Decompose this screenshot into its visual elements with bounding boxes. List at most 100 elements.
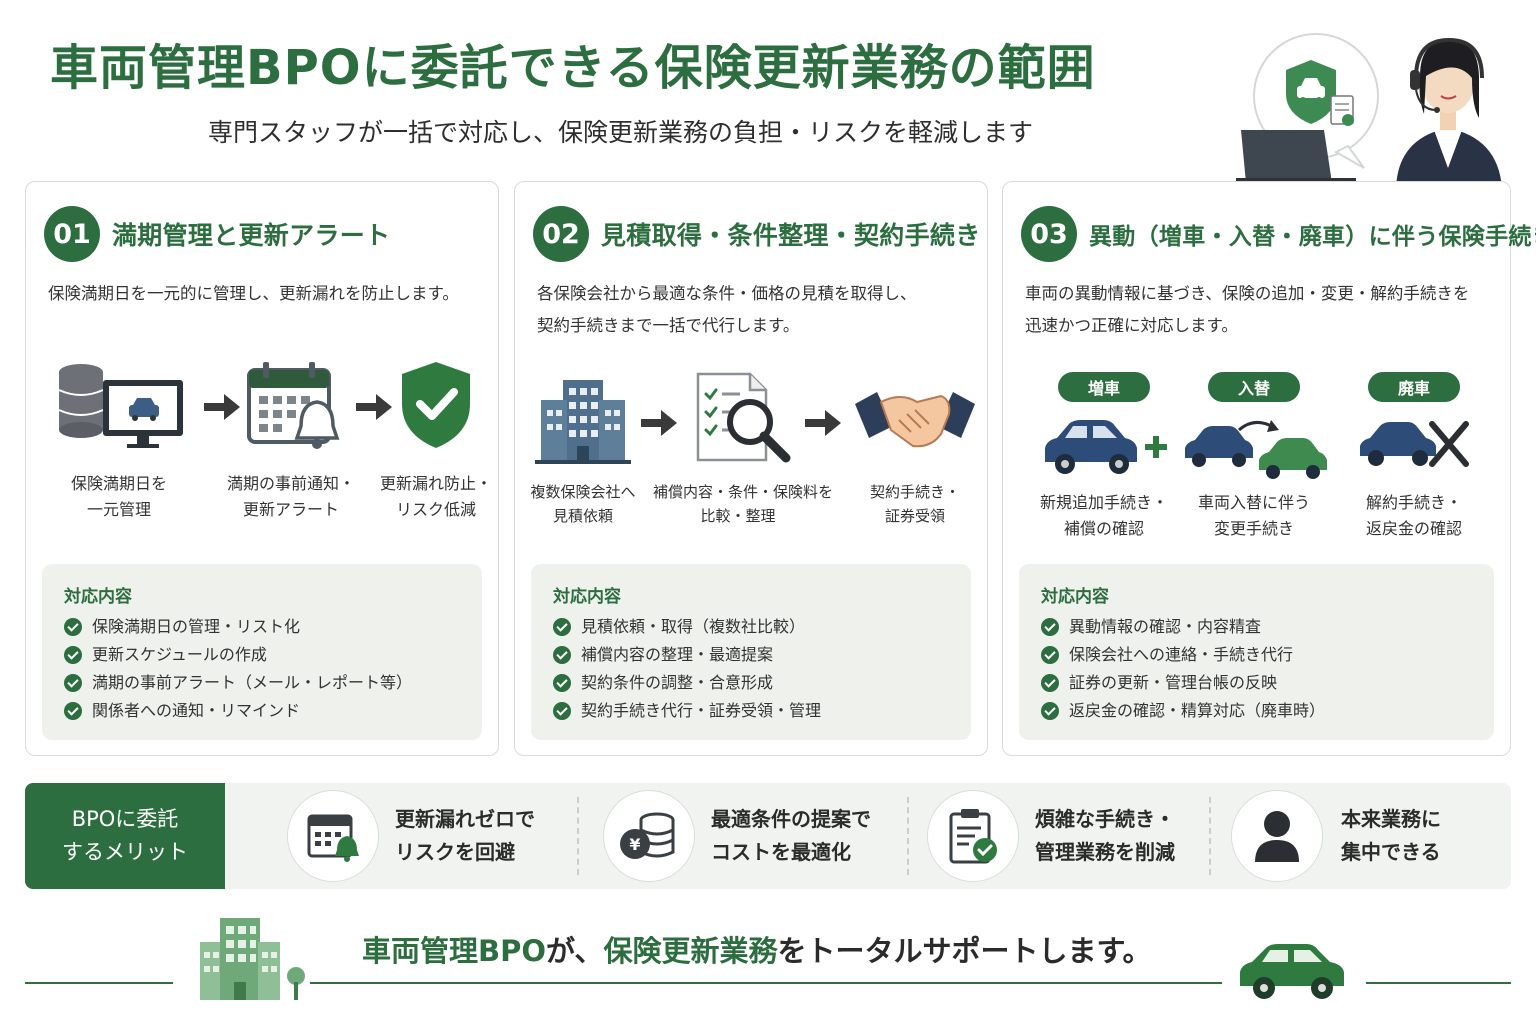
card-description: 保険満期日を一元的に管理し、更新漏れを防止します。 [48, 284, 459, 303]
building-icon [535, 380, 631, 464]
arrow-right-icon [204, 394, 240, 420]
card-expiry-management: 01 満期管理と更新アラート 保険満期日を一元的に管理し、更新漏れを防止します。… [25, 181, 499, 756]
list-item: 見積依頼・取得（複数社比較） [553, 613, 971, 641]
check-icon [1041, 618, 1059, 636]
divider [1366, 982, 1511, 984]
building-icon [200, 918, 305, 1000]
status-badge-add: 増車 [1058, 372, 1150, 402]
flow-step: 入替 車両入替に伴う変更手続き [1179, 372, 1329, 542]
status-badge-replace: 入替 [1208, 372, 1300, 402]
list-item: 補償内容の整理・最適提案 [553, 641, 971, 669]
database-monitor-icon [58, 364, 183, 448]
merit-item: ¥ 最適条件の提案でコストを最適化 [603, 783, 871, 889]
person-icon [1255, 811, 1299, 862]
flow-label: 解約手続き・返戻金の確認 [1365, 493, 1462, 538]
card-title: 見積取得・条件整理・契約手続き [601, 221, 981, 250]
arrow-right-icon [641, 410, 677, 436]
card-description: 車両の異動情報に基づき、保険の追加・変更・解約手続きを迅速かつ正確に対応します。 [1025, 284, 1470, 335]
response-panel: 対応内容 見積依頼・取得（複数社比較） 補償内容の整理・最適提案 契約条件の調整… [531, 564, 971, 740]
list-item: 契約手続き代行・証券受領・管理 [553, 697, 971, 725]
process-flow: 保険満期日を一元管理 満期の事前通知・更新アラート [26, 352, 498, 552]
arrow-right-icon [356, 394, 392, 420]
card-vehicle-changes: 03 異動（増車・入替・廃車）に伴う保険手続き 車両の異動情報に基づき、保険の追… [1002, 181, 1536, 756]
list-item: 契約条件の調整・合意形成 [553, 669, 971, 697]
card-description: 各保険会社から最適な条件・価格の見積を取得し、契約手続きまで一括で代行します。 [537, 284, 917, 335]
check-icon [553, 702, 571, 720]
card-title: 異動（増車・入替・廃車）に伴う保険手続き [1089, 224, 1536, 250]
list-item: 返戻金の確認・精算対応（廃車時） [1041, 697, 1494, 725]
flow-label: 保険満期日を一元管理 [70, 474, 167, 519]
process-flow: 増車 新規追加手続き・補償の確認 入替 [1003, 352, 1510, 552]
merit-item: 本来業務に集中できる [1231, 783, 1441, 889]
flow-step: 契約手続き・証券受領 [845, 374, 985, 528]
flow-label: 複数保険会社へ見積依頼 [530, 483, 636, 525]
flow-step: 更新漏れ防止・リスク低減 [366, 358, 506, 523]
flow-label: 補償内容・条件・保険料を比較・整理 [653, 483, 834, 525]
flow-step: 増車 新規追加手続き・補償の確認 [1019, 372, 1189, 542]
flow-step: 保険満期日を一元管理 [44, 358, 194, 523]
list-item: 異動情報の確認・内容精査 [1041, 613, 1494, 641]
divider [907, 797, 909, 875]
check-icon [64, 646, 82, 664]
check-icon [64, 702, 82, 720]
coins-yen-icon: ¥ [620, 812, 675, 859]
divider [1209, 797, 1211, 875]
merit-bar: BPOに委託するメリット 更新漏れゼロでリスクを回避 ¥ [25, 783, 1511, 889]
card-number: 02 [533, 206, 589, 262]
merit-text: 本来業務に集中できる [1341, 807, 1441, 864]
divider [577, 797, 579, 875]
list-item: 保険満期日の管理・リスト化 [64, 613, 482, 641]
response-panel: 対応内容 保険満期日の管理・リスト化 更新スケジュールの作成 満期の事前アラート… [42, 564, 482, 740]
response-title: 対応内容 [553, 587, 621, 607]
car-cross-icon [1360, 421, 1469, 467]
check-icon [1041, 646, 1059, 664]
status-badge-scrap: 廃車 [1368, 372, 1460, 402]
check-icon [553, 646, 571, 664]
merit-item: 更新漏れゼロでリスクを回避 [287, 783, 535, 889]
operator-illustration [1236, 33, 1502, 188]
car-icon [1240, 944, 1344, 999]
card-title: 満期管理と更新アラート [112, 221, 391, 250]
footer-message: 車両管理BPOが、保険更新業務をトータルサポートします。 [362, 934, 1152, 968]
check-icon [64, 674, 82, 692]
response-title: 対応内容 [1041, 587, 1109, 607]
list-item: 保険会社への連絡・手続き代行 [1041, 641, 1494, 669]
flow-label: 新規追加手続き・補償の確認 [1039, 493, 1168, 538]
calendar-bell-icon [247, 362, 340, 449]
flow-label: 契約手続き・証券受領 [869, 483, 960, 525]
merit-text: 煩雑な手続き・管理業務を削減 [1035, 807, 1175, 864]
shield-check-icon [402, 362, 470, 448]
merit-text: 更新漏れゼロでリスクを回避 [395, 807, 535, 864]
check-icon [1041, 674, 1059, 692]
response-panel: 対応内容 異動情報の確認・内容精査 保険会社への連絡・手続き代行 証券の更新・管… [1019, 564, 1494, 740]
list-item: 証券の更新・管理台帳の反映 [1041, 669, 1494, 697]
divider [25, 982, 173, 984]
merit-label: BPOに委託するメリット [25, 783, 225, 889]
arrow-right-icon [805, 410, 841, 436]
flow-step: 補償内容・条件・保険料を比較・整理 [653, 370, 834, 528]
flow-label: 車両入替に伴う変更手続き [1197, 493, 1310, 538]
checklist-magnifier-icon [696, 372, 791, 463]
shield-car-icon [1286, 60, 1336, 124]
list-item: 満期の事前アラート（メール・レポート等） [64, 669, 482, 697]
flow-step: 満期の事前通知・更新アラート [216, 358, 366, 523]
calendar-bell-icon [307, 814, 359, 862]
merit-text: 最適条件の提案でコストを最適化 [711, 807, 871, 864]
response-title: 対応内容 [64, 587, 132, 607]
svg-text:¥: ¥ [629, 835, 640, 854]
car-plus-icon [1045, 420, 1167, 474]
divider [310, 982, 1222, 984]
page-subtitle: 専門スタッフが一括で対応し、保険更新業務の負担・リスクを軽減します [208, 118, 1034, 147]
list-item: 更新スケジュールの作成 [64, 641, 482, 669]
card-number: 01 [44, 206, 100, 262]
process-flow: 複数保険会社へ見積依頼 補償内容・条件・保険料を比較・整理 [515, 352, 987, 552]
card-quote-contract: 02 見積取得・条件整理・契約手続き 各保険会社から最適な条件・価格の見積を取得… [514, 181, 988, 756]
flow-label: 更新漏れ防止・リスク低減 [379, 474, 492, 519]
flow-label: 満期の事前通知・更新アラート [226, 474, 355, 519]
check-icon [553, 618, 571, 636]
list-item: 関係者への通知・リマインド [64, 697, 482, 725]
merit-item: 煩雑な手続き・管理業務を削減 [927, 783, 1175, 889]
check-icon [1041, 702, 1059, 720]
card-number: 03 [1021, 206, 1077, 262]
flow-step: 複数保険会社へ見積依頼 [523, 374, 643, 528]
